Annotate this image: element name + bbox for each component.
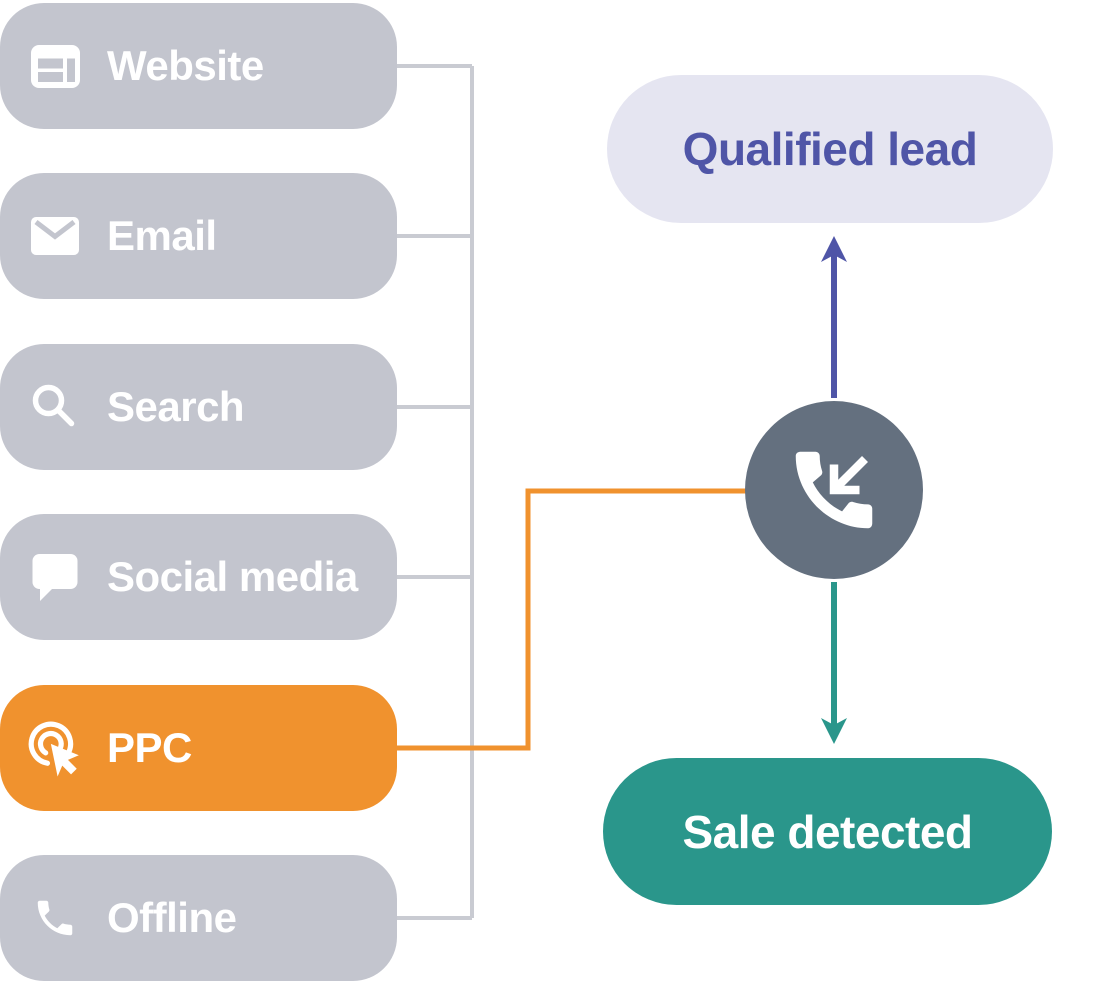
channel-label: Email	[107, 212, 217, 259]
channel-pill-offline: Offline	[0, 855, 397, 981]
channel-label: Search	[107, 383, 245, 430]
qualified-lead-pill: Qualified lead	[607, 75, 1053, 223]
arrow-to-sale-detected	[821, 582, 847, 744]
sale-detected-label: Sale detected	[682, 805, 973, 858]
channel-pill-ppc: PPC	[0, 685, 397, 811]
channel-label: Website	[107, 42, 264, 89]
arrow-to-qualified-lead	[821, 236, 847, 398]
click-cursor-icon	[26, 719, 84, 777]
lead-arrow-head	[821, 236, 847, 262]
channel-label: Social media	[107, 553, 358, 600]
channel-pill-social-media: Social media	[0, 514, 397, 640]
connector-ppc-active	[396, 488, 748, 751]
call-hub-circle	[745, 401, 923, 579]
channel-label: PPC	[107, 724, 192, 771]
incoming-call-icon	[783, 439, 885, 541]
magnifier-icon	[26, 381, 84, 433]
sale-detected-pill: Sale detected	[603, 758, 1052, 905]
envelope-icon	[26, 213, 84, 259]
sale-arrow-head	[821, 718, 847, 744]
speech-bubble-icon	[26, 551, 84, 603]
channel-pill-website: Website	[0, 3, 397, 129]
channel-label: Offline	[107, 894, 237, 941]
channel-pill-search: Search	[0, 344, 397, 470]
browser-window-icon	[26, 43, 84, 90]
phone-icon	[26, 895, 84, 941]
qualified-lead-label: Qualified lead	[682, 123, 978, 175]
channel-pill-email: Email	[0, 173, 397, 299]
gray-connectors	[396, 64, 474, 920]
